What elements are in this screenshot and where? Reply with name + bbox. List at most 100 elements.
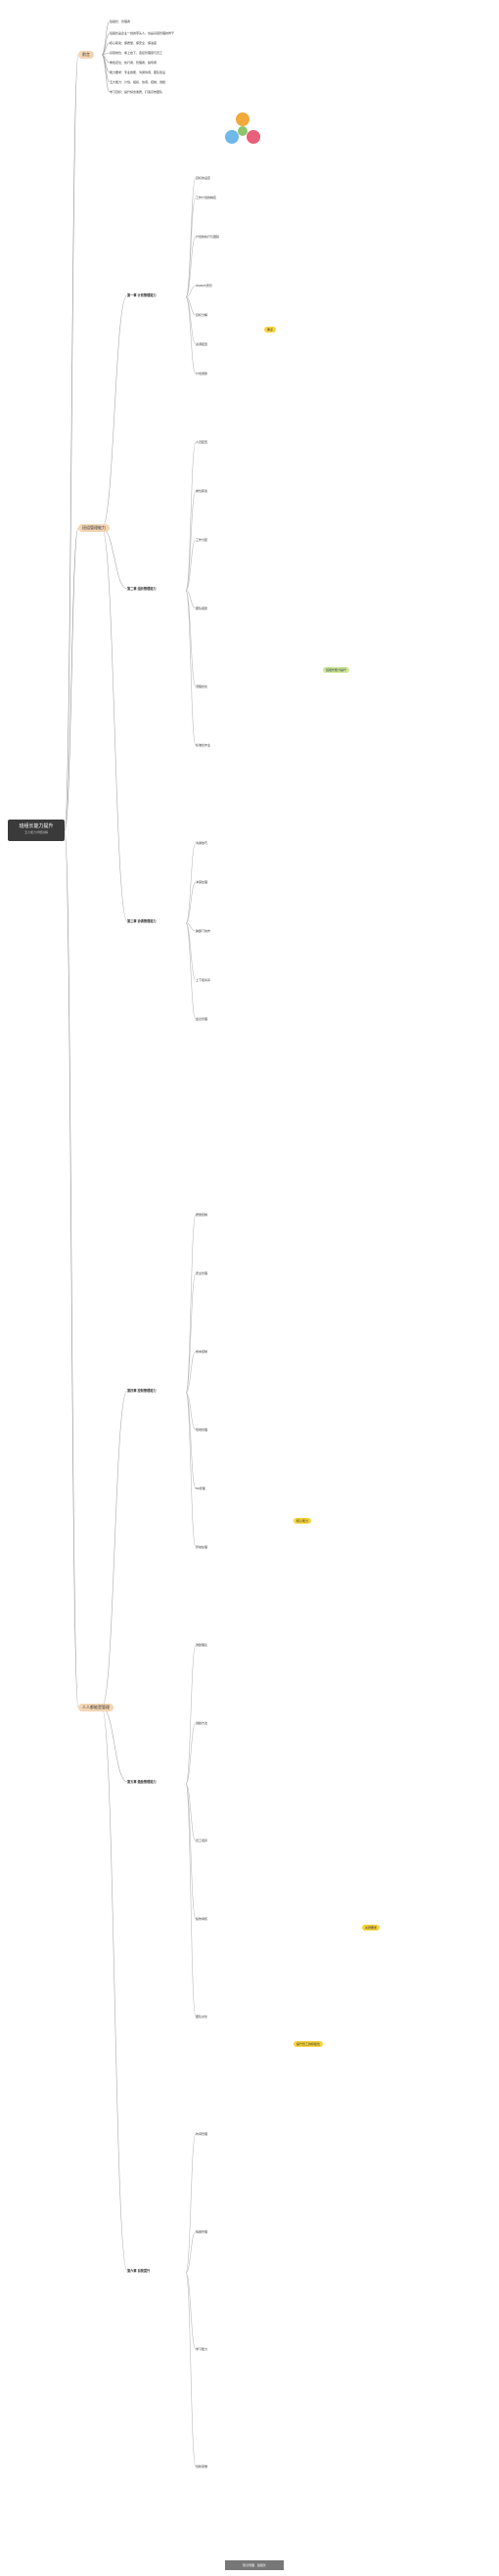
chapter-item: 成本控制 <box>196 1350 208 1354</box>
root-subtitle: 五大能力详细讲解 <box>23 830 48 834</box>
chapter-heading: 第一章 计划管理能力 <box>127 293 157 297</box>
intro-item: 班组长是企业一线的带头人，也是基层管理的骨干 <box>110 31 175 35</box>
branch-management[interactable]: 班组管理能力 <box>78 524 110 532</box>
branch-intro[interactable]: 前言 <box>78 51 94 59</box>
connector-line <box>185 441 197 592</box>
chapter-item: 上下级关系 <box>196 978 211 982</box>
connector-line <box>185 2272 197 2467</box>
connector-line <box>185 285 197 298</box>
highlight-tag: 提升员工的积极性 <box>294 2041 324 2047</box>
chapter-item: 安全管理 <box>196 1271 208 1275</box>
chapter-item: 异常处理 <box>196 1545 208 1549</box>
chapter-item: 创新思维 <box>196 2465 208 2468</box>
connector-line <box>101 1390 128 1709</box>
chapter-item: 工作计划的制定 <box>196 196 217 200</box>
connector-line <box>185 197 197 298</box>
chapter-item: 计划的执行与跟踪 <box>196 235 220 239</box>
connector-line <box>185 1722 197 1785</box>
chapter-item: 计划调整 <box>196 372 208 376</box>
chapter-item: 目标分解 <box>196 313 208 317</box>
connector-line <box>185 296 197 316</box>
connector-line <box>185 2272 197 2350</box>
chapter-item: 质量控制 <box>196 1213 208 1217</box>
chapter-item: 现场管理 <box>196 1428 208 1432</box>
chapter-item: 资源配置 <box>196 342 208 346</box>
connector-line <box>185 177 197 298</box>
connector-line <box>101 1707 128 1783</box>
chapter-item: 跨部门协作 <box>196 929 211 933</box>
chapter-item: 激励方法 <box>196 1721 208 1725</box>
branch-leadership[interactable]: 人人都能是管理 <box>78 1704 113 1711</box>
connector-line <box>185 2133 197 2274</box>
watermark: 知识导图 · 班组长 <box>225 2560 284 2570</box>
connector-line <box>185 1392 197 1489</box>
connector-line <box>185 1214 197 1394</box>
intro-item: 基层地位：承上启下，连接管理层与员工 <box>110 51 163 55</box>
connector-line <box>101 294 128 529</box>
connector-line <box>185 590 197 746</box>
connector-line <box>185 590 197 609</box>
highlight-tag: 关键要素 <box>362 1925 381 1931</box>
chapter-item: 团队文化 <box>196 2015 208 2019</box>
connector-line <box>185 881 197 924</box>
connector-line <box>64 829 79 1709</box>
chapter-item: 5S管理 <box>196 1487 205 1490</box>
connector-line <box>101 527 128 590</box>
chapter-item: SMART原则 <box>196 284 212 288</box>
intro-item: 学习目标：提升综合素质，打造高效团队 <box>110 90 163 94</box>
connector-line <box>185 1783 197 1920</box>
highlight-tag: 班组长能力提升 <box>323 667 350 673</box>
intro-item: 班组长：管理者 <box>110 20 131 23</box>
connector-line <box>185 236 197 298</box>
connector-line <box>185 922 197 1020</box>
connector-line <box>101 527 128 922</box>
connector-line <box>101 54 111 93</box>
connector-line <box>185 490 197 592</box>
connector-line <box>185 1783 197 1842</box>
chapter-item: 员工培养 <box>196 1839 208 1843</box>
connector-line <box>64 527 79 831</box>
connector-line <box>185 1392 197 1548</box>
chapter-heading: 第二章 组织管理能力 <box>127 587 157 591</box>
chapter-item: 人员配置 <box>196 440 208 444</box>
intro-item: 角色定位：执行者、管理者、指导者 <box>110 61 158 65</box>
chapter-item: 情绪管理 <box>196 2230 208 2234</box>
root-title: 班组长能力提升 <box>19 823 54 829</box>
chapter-item: 工作分配 <box>196 538 208 542</box>
connector-line <box>185 842 197 924</box>
connector-line <box>185 1783 197 2018</box>
connector-line <box>185 1392 197 1431</box>
chapter-item: 团队组建 <box>196 606 208 610</box>
chapter-heading: 第三章 协调管理能力 <box>127 919 157 923</box>
connector-line <box>185 2231 197 2274</box>
chapter-item: 流程优化 <box>196 685 208 688</box>
connector-line <box>185 1272 197 1394</box>
chapter-item: 激励理论 <box>196 1643 208 1647</box>
chapter-item: 标准化作业 <box>196 743 211 747</box>
chapter-item: 会议管理 <box>196 1017 208 1021</box>
connector-line <box>185 1644 197 1785</box>
root-node[interactable]: 班组长能力提升 五大能力详细讲解 <box>8 820 65 841</box>
connector-line <box>185 590 197 688</box>
chapter-item: 绩效考核 <box>196 1917 208 1921</box>
connector-line <box>185 539 197 592</box>
chapter-item: 冲突处理 <box>196 880 208 884</box>
chapter-heading: 第六章 自我提升 <box>127 2269 151 2273</box>
connector-line <box>185 296 197 375</box>
intro-item: 能力要求：专业技能、沟通协调、团队建设 <box>110 70 166 74</box>
intro-item: 核心职责：保质量、保安全、保进度 <box>110 41 158 45</box>
chapter-heading: 第四章 控制管理能力 <box>127 1389 157 1393</box>
connector-line <box>101 1707 128 2272</box>
connector-line <box>185 1351 197 1394</box>
highlight-tag: 核心能力 <box>294 1518 312 1524</box>
chapter-item: 岗位职责 <box>196 489 208 493</box>
intro-item: 五大能力：计划、组织、协调、控制、激励 <box>110 80 166 84</box>
chapter-item: 沟通技巧 <box>196 841 208 845</box>
highlight-tag: 重点 <box>264 327 277 333</box>
triangle-diagram-icon <box>225 112 260 144</box>
chapter-item: 时间管理 <box>196 2132 208 2136</box>
chapter-item: 目标的设定 <box>196 176 211 180</box>
chapter-heading: 第五章 激励管理能力 <box>127 1780 157 1784</box>
connector-line <box>185 922 197 932</box>
